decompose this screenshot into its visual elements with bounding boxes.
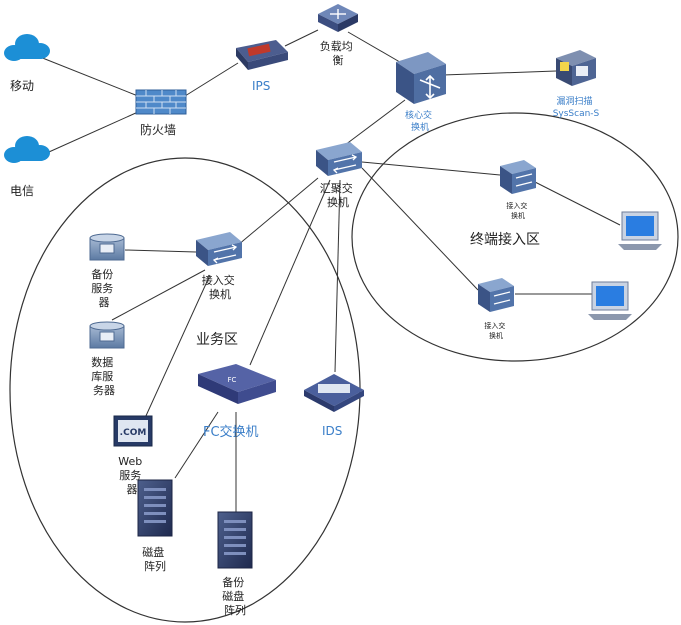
link-aggregation-fc-switch [249, 179, 331, 366]
link-firewall-ips [184, 62, 239, 97]
ids-label: IDS [322, 424, 342, 438]
web-server-screen-text: .COM [120, 428, 147, 438]
vuln-scanner-label-line2: SysScan-S [553, 109, 600, 119]
mobile-label: 移动 [10, 79, 34, 93]
core-switch-label: 核心交 换机 [405, 109, 435, 133]
link-backup-server-access [124, 249, 197, 253]
cloud-mobile-icon [4, 34, 50, 61]
load-balancer-label-line2: 衡 [333, 54, 344, 67]
disk-array-label: 磁盘 阵列 [142, 545, 168, 573]
web-server-label: Web 服务 器 [118, 455, 145, 496]
link-lb-core [347, 31, 406, 66]
backup-disk-array-label-line1: 备份 [222, 575, 244, 589]
db-server-label: 数据 库服 务器 [91, 355, 117, 397]
terminal-access-switch-2-label-line1: 接入交 [484, 321, 505, 330]
terminal-access-switch-1-icon [500, 160, 536, 194]
link-aggregation-terminal-switch-1 [361, 161, 501, 176]
web-server-icon: .COM [113, 415, 153, 447]
web-server-label-line1: Web [118, 455, 142, 468]
aggregation-switch-label-line2: 换机 [327, 195, 349, 209]
ips-icon [236, 40, 288, 70]
pc-1-icon [618, 211, 662, 250]
link-telecom-firewall [39, 111, 139, 157]
backup-disk-array-label-line2: 磁盘 [222, 589, 244, 603]
backup-server-label-line2: 服务 [91, 282, 113, 295]
link-core-aggregation [344, 99, 406, 146]
vuln-scanner-label: 漏洞扫描 SysScan-S [553, 95, 600, 119]
backup-disk-array-icon [217, 511, 253, 569]
backup-server-label: 备份 服务 器 [91, 267, 117, 309]
terminal-access-switch-2-label: 接入交 换机 [484, 321, 507, 340]
cloud-telecom-icon [4, 136, 50, 163]
link-fc-disk-array [174, 411, 219, 479]
link-mobile-firewall [39, 56, 139, 97]
disk-array-label-line1: 磁盘 [142, 545, 164, 559]
fc-badge-text: FC [228, 376, 237, 384]
load-balancer-label: 负载均 衡 [320, 39, 357, 67]
db-server-label-line1: 数据 [91, 355, 113, 369]
link-aggregation-terminal-switch-2 [361, 167, 479, 291]
vuln-scanner-label-line1: 漏洞扫描 [557, 95, 593, 107]
link-web-server-access [144, 274, 211, 419]
load-balancer-icon [318, 4, 358, 32]
terminal-access-switch-1-label: 接入交 换机 [506, 201, 529, 220]
link-db-server-access [111, 269, 206, 321]
link-ips-lb [284, 29, 319, 47]
firewall-icon [135, 89, 187, 115]
aggregation-switch-icon [316, 142, 362, 176]
ips-label: IPS [252, 79, 270, 93]
terminal-zone-boundary [351, 112, 679, 362]
fc-switch-icon: FC [198, 364, 276, 404]
terminal-access-switch-1-label-line1: 接入交 [506, 201, 527, 210]
web-server-label-line3: 器 [127, 483, 138, 496]
terminal-access-switch-2-label-line2: 换机 [489, 331, 503, 340]
backup-disk-array-label-line3: 阵列 [224, 603, 246, 617]
db-server-label-line3: 务器 [93, 384, 115, 397]
link-aggregation-ids [334, 179, 341, 373]
aggregation-switch-label: 汇聚交 换机 [320, 181, 357, 209]
link-core-scanner [442, 70, 557, 76]
backup-server-label-line3: 器 [99, 296, 110, 309]
backup-disk-array-label: 备份 磁盘 阵列 [222, 575, 248, 617]
connections [39, 29, 621, 512]
vuln-scanner-icon [556, 50, 596, 86]
db-server-label-line2: 库服 [91, 370, 113, 383]
fc-switch-label: FC交换机 [203, 424, 259, 440]
terminal-zone-label: 终端接入区 [470, 231, 540, 248]
aggregation-switch-label-line1: 汇聚交 [320, 181, 353, 195]
web-server-label-line2: 服务 [119, 469, 141, 482]
business-zone-label: 业务区 [196, 332, 238, 348]
pc-2-icon [588, 281, 632, 320]
backup-server-label-line1: 备份 [91, 267, 113, 281]
disk-array-icon [137, 479, 173, 537]
terminal-access-switch-1-label-line2: 换机 [511, 211, 525, 220]
access-switch-business-label-line1: 接入交 [202, 273, 235, 287]
core-switch-icon [396, 52, 446, 104]
core-switch-label-line2: 换机 [411, 121, 429, 133]
backup-server-icon [89, 233, 125, 261]
disk-array-label-line2: 阵列 [144, 559, 166, 573]
terminal-access-switch-2-icon [478, 278, 514, 312]
load-balancer-label-line1: 负载均 [320, 39, 353, 53]
ids-icon [304, 374, 364, 412]
access-switch-business-label: 接入交 换机 [202, 273, 239, 301]
link-aggregation-access-switch [237, 177, 319, 246]
firewall-label: 防火墙 [140, 122, 176, 137]
access-switch-business-icon [196, 232, 242, 266]
telecom-label: 电信 [10, 184, 34, 198]
access-switch-business-label-line2: 换机 [209, 287, 231, 301]
link-terminal-switch-1-pc [534, 181, 621, 226]
db-server-icon [89, 321, 125, 349]
core-switch-label-line1: 核心交 [405, 109, 432, 121]
